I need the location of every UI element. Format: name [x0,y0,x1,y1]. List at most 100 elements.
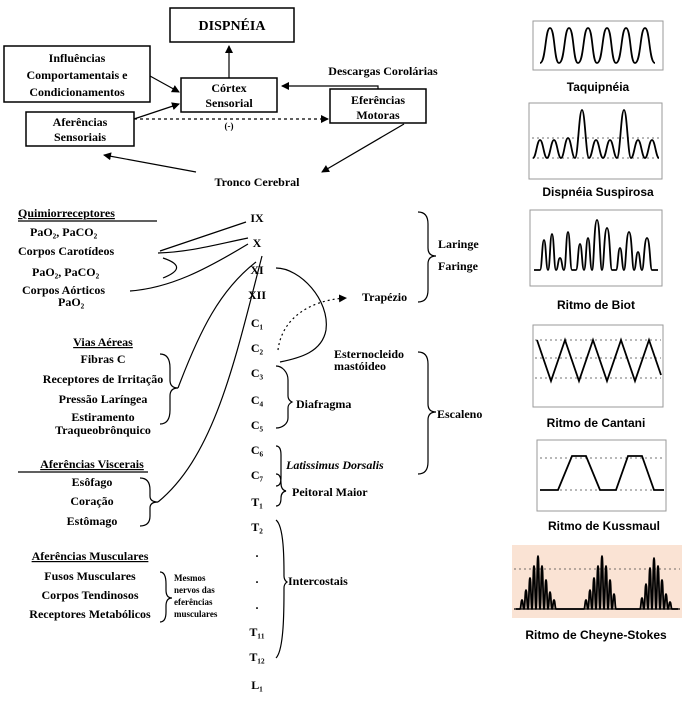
eferencias-box: Eferências Motoras [329,88,427,124]
eferencias-line-2: Motoras [356,108,400,122]
quimio-pa-2: PaO₂, PaCO₂ [32,265,100,279]
musculares-note: nervos das [174,585,215,595]
nerve-column: IX X XI XII C₁ C₂ C₃ C₄ C₅ C₆ C₇ T₁ T₂ .… [248,211,266,692]
vias-item: Receptores de Irritação [43,372,163,386]
aferencias-musculares-group: Aferências Musculares Fusos Musculares C… [29,549,218,621]
caption-suspirosa: Dispnéia Suspirosa [542,185,654,199]
nerve-dots: . [256,546,259,560]
efferent-connectors [275,211,437,659]
influencias-box: Influências Comportamentais e Condiciona… [3,45,151,103]
vias-item: Fibras C [81,352,126,366]
nerve-l1: L₁ [251,678,263,692]
muscle-escaleno: Escaleno [437,407,482,421]
cantani-waveform-icon [536,337,662,384]
dispneia-label: DISPNÉIA [199,17,267,34]
pattern-suspirosa: Dispnéia Suspirosa [528,102,663,199]
cortex-box: Córtex Sensorial [180,77,278,113]
quimio-pao2: PaO₂ [58,295,85,309]
pattern-cantani: Ritmo de Cantani [532,324,664,430]
nerve-dots: . [256,572,259,586]
inhibition-label: (-) [225,121,234,131]
viscerais-item: Coração [70,494,113,508]
nerve-xi: XI [250,263,264,277]
quimiorreceptores-title: Quimiorreceptores [18,206,115,220]
taquipneia-waveform-icon [539,27,656,64]
kussmaul-waveform-icon [540,455,664,491]
influencias-line-3: Condicionamentos [29,85,125,99]
muscle-faringe: Faringe [438,259,479,273]
nerve-t11: T₁₁ [249,625,265,639]
nerve-t1: T₁ [251,495,263,509]
quimio-pa-1: PaO₂, PaCO₂ [30,225,98,239]
cortex-line-1: Córtex [211,81,246,95]
vias-item: Pressão Laríngea [59,392,148,406]
influencias-line-1: Influências [49,51,106,65]
caption-cantani: Ritmo de Cantani [547,416,646,430]
caption-biot: Ritmo de Biot [557,298,635,312]
nerve-c1: C₁ [251,316,264,330]
muscle-esternocleido-1: Esternocleido [334,347,404,361]
muscle-trapezio: Trapézio [362,290,407,304]
quimiorreceptores-group: Quimiorreceptores PaO₂, PaCO₂ Corpos Car… [18,206,115,309]
musculares-item: Fusos Musculares [44,569,136,583]
muscle-labels: Laringe Faringe Trapézio Esternocleido m… [285,237,482,588]
eferencias-line-1: Eferências [351,93,405,107]
aferencias-viscerais-group: Aferências Viscerais Esôfago Coração Est… [40,457,144,528]
quimio-carotideos: Corpos Carotídeos [18,244,114,258]
cheyne-stokes-waveform-icon [516,555,678,610]
panel-frame [532,324,664,408]
pattern-taquipneia: Taquipnéia [532,20,664,94]
viscerais-item: Estômago [67,514,118,528]
top-connectors [103,45,405,173]
viscerais-title: Aferências Viscerais [40,457,144,471]
nerve-c4: C₄ [251,393,264,407]
muscle-peitoral: Peitoral Maior [292,485,368,499]
muscle-intercostais: Intercostais [288,574,348,588]
tronco-label: Tronco Cerebral [215,175,301,189]
viscerais-item: Esôfago [72,475,113,489]
nerve-c6: C₆ [251,443,264,457]
muscle-esternocleido-2: mastóideo [334,359,386,373]
nerve-xii: XII [248,288,266,302]
nerve-t2: T₂ [251,520,263,534]
musculares-title: Aferências Musculares [32,549,149,563]
muscle-latissimus: Latissimus Dorsalis [285,458,384,472]
caption-taquipneia: Taquipnéia [567,80,630,94]
descargas-label: Descargas Corolárias [328,64,438,78]
influencias-line-2: Comportamentais e [27,68,129,82]
afferent-connectors [18,220,263,623]
pattern-kussmaul: Ritmo de Kussmaul [536,439,667,533]
aferencias-box: Aferências Sensoriais [25,111,135,147]
vias-aereas-title: Vias Aéreas [73,335,133,349]
nerve-t12: T₁₂ [249,650,265,664]
musculares-note: eferências [174,597,213,607]
vias-aereas-group: Vias Aéreas Fibras C Receptores de Irrit… [43,335,163,437]
nerve-dots: . [256,598,259,612]
pattern-cheyne-stokes: Ritmo de Cheyne-Stokes [512,545,682,642]
musculares-note: Mesmos [174,573,206,583]
dispneia-box: DISPNÉIA [169,7,295,43]
pattern-biot: Ritmo de Biot [529,209,663,312]
nerve-c7: C₇ [251,468,264,482]
caption-kussmaul: Ritmo de Kussmaul [548,519,660,533]
nerve-x: X [253,236,262,250]
nerve-c2: C₂ [251,341,264,355]
cortex-line-2: Sensorial [205,96,253,110]
caption-cheyne-stokes: Ritmo de Cheyne-Stokes [525,628,667,642]
panel-frame [536,439,667,512]
suspirosa-waveform-icon [532,109,660,159]
aferencias-line-2: Sensoriais [54,130,106,144]
musculares-item: Receptores Metabólicos [29,607,151,621]
nerve-c5: C₅ [251,418,264,432]
muscle-diafragma: Diafragma [296,397,351,411]
nerve-c3: C₃ [251,366,264,380]
musculares-item: Corpos Tendinosos [41,588,138,602]
vias-item: Traqueobrônquico [55,423,151,437]
musculares-note: musculares [174,609,218,619]
quimio-aorticos: Corpos Aórticos [22,283,105,297]
biot-waveform-icon [534,219,658,271]
vias-item: Estiramento [71,410,134,424]
nerve-ix: IX [250,211,264,225]
aferencias-line-1: Aferências [53,115,108,129]
